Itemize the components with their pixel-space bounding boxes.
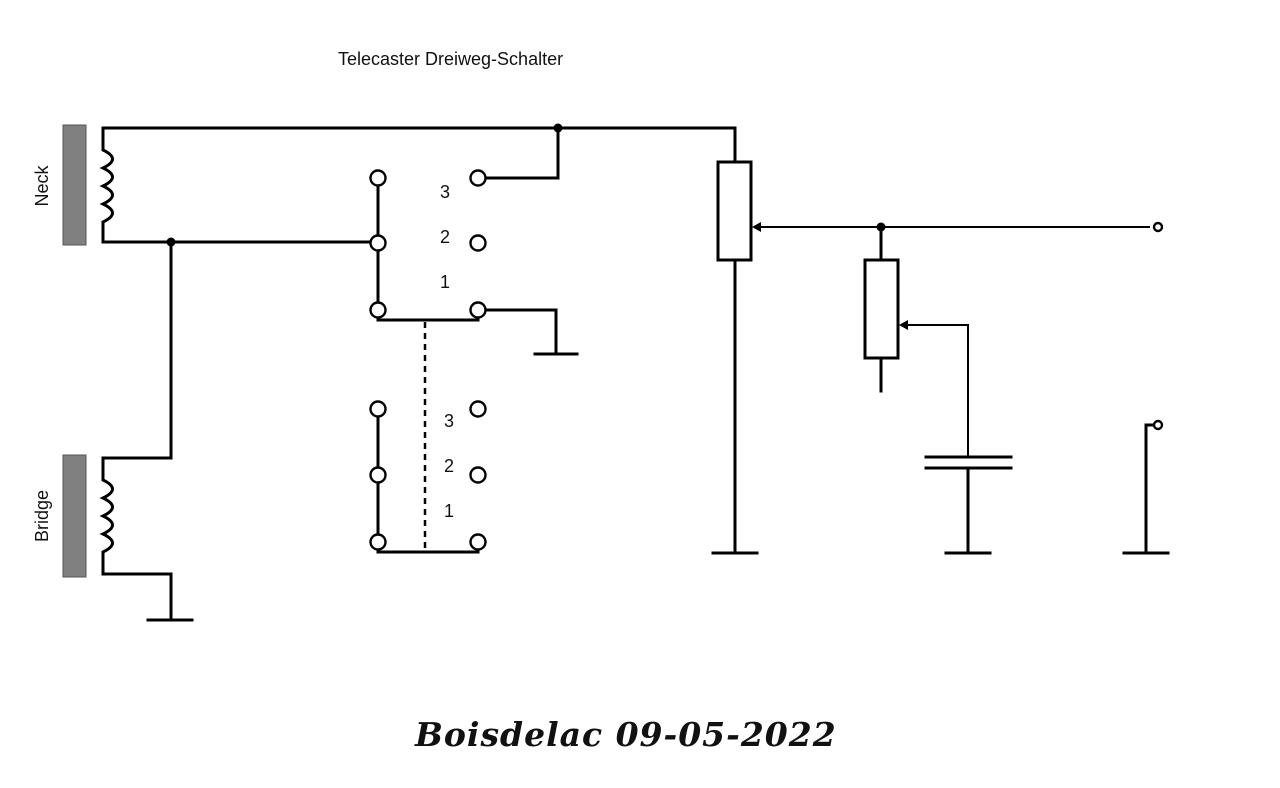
switch-upper: 3 2 1 — [369, 169, 579, 356]
neck-pickup: Neck — [32, 124, 114, 246]
output-jack — [1122, 419, 1170, 555]
switch-upper-terminal — [469, 234, 487, 252]
neck-pickup-coil — [99, 126, 114, 244]
switch-upper-terminal — [369, 234, 387, 252]
switch-upper-pos3: 3 — [440, 182, 450, 202]
diagram-title: Telecaster Dreiweg-Schalter — [338, 49, 563, 69]
volume-wiper-arrow — [752, 222, 761, 232]
junction-dot — [876, 222, 886, 232]
switch-lower-terminal — [469, 400, 487, 418]
wiring — [101, 126, 737, 622]
volume-pot-body — [716, 160, 753, 262]
tone-pot-body — [863, 258, 900, 360]
output-ground-lead — [1144, 423, 1154, 555]
volume-pot — [711, 160, 1164, 555]
wire-bridge-ground — [101, 572, 173, 622]
tone-capacitor — [924, 455, 1013, 555]
bridge-label: Bridge — [32, 490, 52, 542]
output-terminal-hot — [1152, 221, 1164, 233]
switch-lower-pos2: 2 — [444, 456, 454, 476]
tone-wiper-arrow — [899, 320, 908, 330]
tone-wiper-line — [906, 324, 969, 456]
output-terminal-ground — [1152, 419, 1164, 431]
switch-lower-terminal — [369, 466, 387, 484]
switch-upper-terminal — [369, 169, 387, 187]
neck-pickup-magnet — [62, 124, 87, 246]
switch-upper-pos1-ground — [484, 308, 558, 356]
switch-lower-terminal — [369, 400, 387, 418]
bridge-pickup-magnet — [62, 454, 87, 578]
switch-lower-terminal — [469, 533, 487, 551]
tone-pot — [863, 225, 969, 456]
wire-pos3-to-bus — [484, 126, 560, 180]
switch-upper-terminal — [469, 169, 487, 187]
switch-upper-terminal — [369, 301, 387, 319]
switch-lower-terminal — [369, 533, 387, 551]
author-signature: Boisdelac 09-05-2022 — [414, 715, 837, 754]
switch-lower: 3 2 1 — [369, 400, 487, 554]
bridge-pickup: Bridge — [32, 454, 114, 578]
junction-dot — [553, 123, 563, 133]
switch-upper-pos2: 2 — [440, 227, 450, 247]
bridge-pickup-coil — [99, 456, 114, 576]
switch-upper-terminal — [469, 301, 487, 319]
switch-lower-terminal — [469, 466, 487, 484]
switch-upper-pos1: 1 — [440, 272, 450, 292]
junction-dot — [166, 237, 176, 247]
wire-to-bridge — [101, 240, 173, 460]
switch-lower-pos1: 1 — [444, 501, 454, 521]
wire-top-bus — [101, 126, 737, 164]
neck-label: Neck — [32, 164, 52, 206]
switch-lower-pos3: 3 — [444, 411, 454, 431]
